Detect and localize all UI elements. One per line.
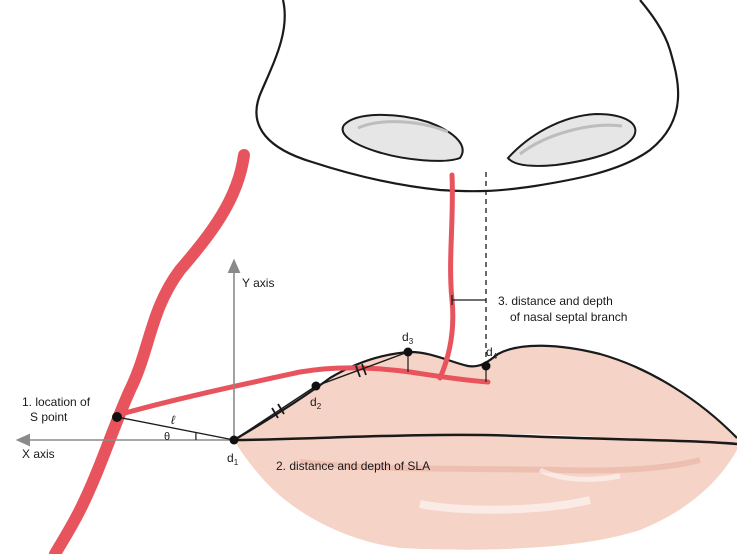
septal-label-line2: of nasal septal branch: [510, 310, 627, 324]
y-axis-label: Y axis: [242, 276, 274, 290]
l-symbol: ℓ: [171, 413, 176, 427]
d4-label: d4: [486, 345, 498, 361]
lower-lip: [234, 435, 737, 550]
d1-marker: [230, 436, 239, 445]
d2-marker: [312, 382, 321, 391]
nose-outline: [256, 0, 678, 191]
d4-marker: [482, 362, 491, 371]
facial-artery: [55, 155, 244, 554]
septal-label-line1: 3. distance and depth: [498, 294, 613, 308]
s-point-marker: [112, 412, 122, 422]
d1-label: d1: [227, 451, 239, 467]
s-point-label-line2: S point: [30, 410, 68, 424]
sla-label: 2. distance and depth of SLA: [276, 459, 430, 473]
s-point-label-line1: 1. location of: [22, 395, 91, 409]
x-axis-label: X axis: [22, 447, 55, 461]
theta-symbol: θ: [164, 431, 170, 443]
d3-marker: [404, 348, 413, 357]
d3-label: d3: [402, 330, 414, 346]
right-nostril: [508, 114, 635, 166]
s-point-distance-line: [117, 417, 234, 440]
nasal-septal-branch: [440, 175, 453, 378]
